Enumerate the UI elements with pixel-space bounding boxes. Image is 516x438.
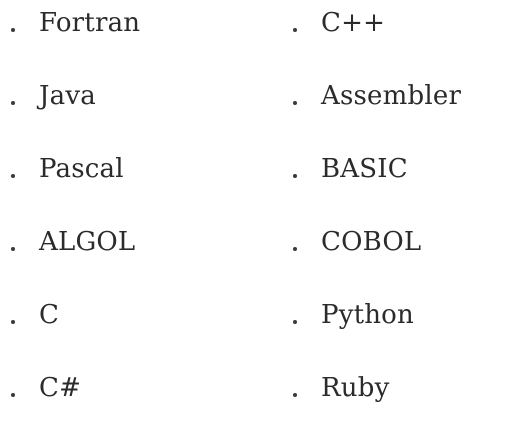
bullet-icon: [293, 320, 297, 324]
list-item: BASIC: [282, 146, 516, 219]
language-list-right: C++ Assembler BASIC COBOL Python Ruby: [282, 0, 516, 438]
list-item: C++: [282, 0, 516, 73]
bullet-icon: [293, 101, 297, 105]
bullet-icon: [293, 28, 297, 32]
list-item-label: C#: [39, 373, 82, 403]
bullet-icon: [293, 393, 297, 397]
list-item: Ruby: [282, 365, 516, 438]
list-item: ALGOL: [0, 219, 270, 292]
list-item-label: Python: [321, 300, 414, 330]
list-item-label: C: [39, 300, 60, 330]
list-item-label: C++: [321, 8, 386, 38]
bullet-icon: [11, 28, 15, 32]
list-item-label: ALGOL: [39, 227, 136, 257]
list-item-label: BASIC: [321, 154, 408, 184]
list-item: Assembler: [282, 73, 516, 146]
list-item: Fortran: [0, 0, 270, 73]
list-item-label: COBOL: [321, 227, 422, 257]
bullet-icon: [11, 174, 15, 178]
bullet-icon: [11, 101, 15, 105]
language-list-left: Fortran Java Pascal ALGOL C C#: [0, 0, 270, 438]
list-item-label: Assembler: [321, 81, 462, 111]
list-item-label: Ruby: [321, 373, 390, 403]
bullet-icon: [11, 393, 15, 397]
list-item-label: Fortran: [39, 8, 141, 38]
bullet-icon: [11, 320, 15, 324]
list-item-label: Java: [39, 81, 96, 111]
list-item: Python: [282, 292, 516, 365]
bullet-icon: [293, 247, 297, 251]
list-item: Pascal: [0, 146, 270, 219]
bullet-icon: [11, 247, 15, 251]
list-item-label: Pascal: [39, 154, 124, 184]
bullet-icon: [293, 174, 297, 178]
list-item: C#: [0, 365, 270, 438]
list-item: C: [0, 292, 270, 365]
list-item: COBOL: [282, 219, 516, 292]
list-item: Java: [0, 73, 270, 146]
